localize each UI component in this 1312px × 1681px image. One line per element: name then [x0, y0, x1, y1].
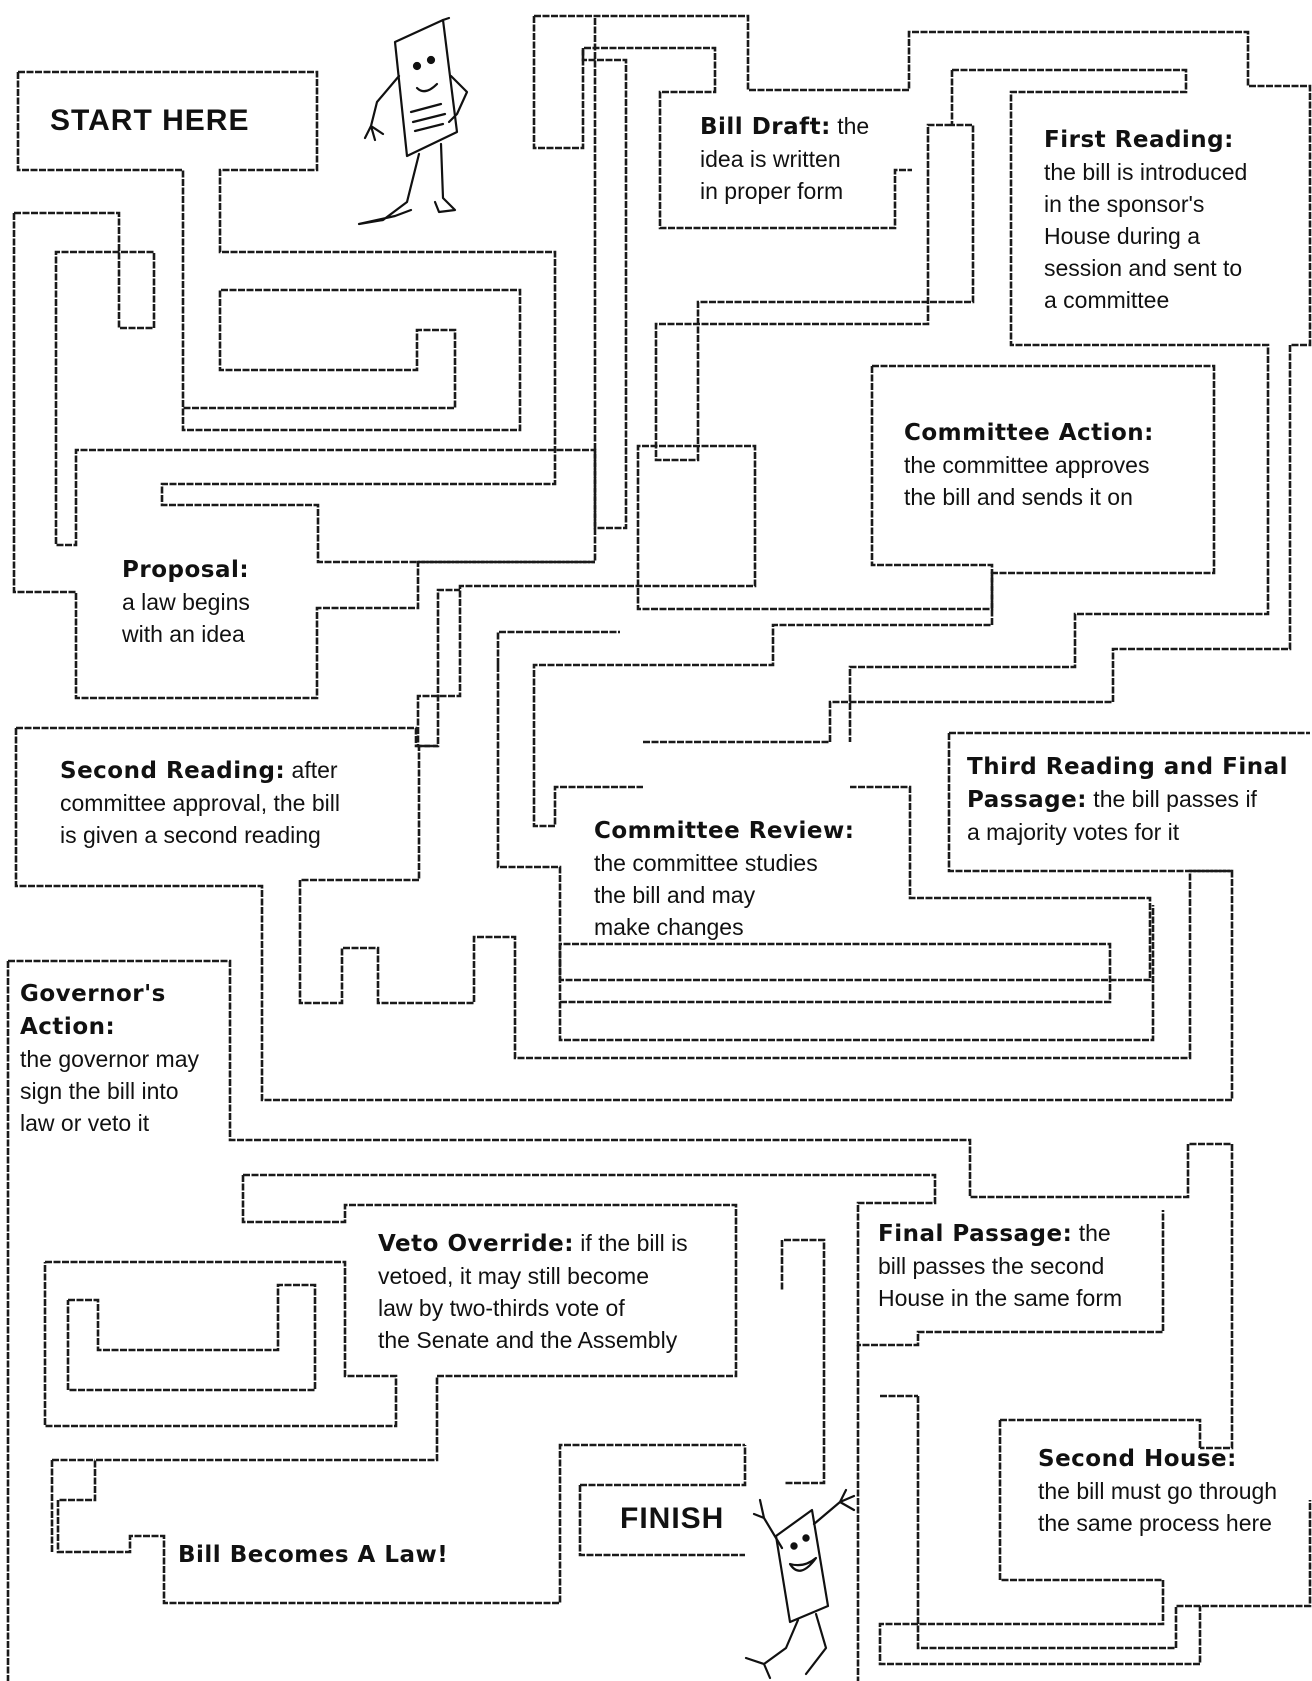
step-title: Second Reading: [60, 758, 286, 784]
step-bill-draft: Bill Draft: the idea is written in prope… [700, 110, 869, 207]
step-text: bill passes the second [878, 1253, 1105, 1279]
step-text: the bill and may [594, 882, 756, 908]
finish-label: FINISH [620, 1502, 725, 1535]
step-title-cont: Action: [20, 1014, 116, 1040]
step-committee-review: Committee Review: the committee studies … [594, 814, 854, 943]
step-text: a committee [1044, 287, 1170, 313]
step-text: the bill is introduced [1044, 159, 1248, 185]
step-title: Bill Becomes A Law! [178, 1542, 449, 1568]
step-title: First Reading: [1044, 127, 1234, 153]
step-text: law or veto it [20, 1110, 150, 1136]
step-text: House during a [1044, 223, 1200, 249]
step-title: Bill Draft: [700, 114, 831, 140]
step-text: the governor may [20, 1046, 199, 1072]
bill-character-icon [357, 16, 469, 226]
step-text: the bill and sends it on [904, 484, 1133, 510]
step-text: session and sent to [1044, 255, 1243, 281]
step-text: the bill passes if [1086, 786, 1257, 812]
step-proposal: Proposal: a law begins with an idea [122, 553, 250, 650]
step-first-reading: First Reading: the bill is introduced in… [1044, 123, 1247, 316]
step-title: Veto Override: [378, 1231, 574, 1257]
step-becomes-law: Bill Becomes A Law! [178, 1538, 448, 1571]
step-text: House in the same form [878, 1285, 1123, 1311]
step-title: Second House: [1038, 1446, 1237, 1472]
step-text: the Senate and the Assembly [378, 1327, 678, 1353]
step-final-passage: Final Passage: the bill passes the secon… [878, 1217, 1122, 1314]
step-committee-action: Committee Action: the committee approves… [904, 416, 1154, 513]
start-label: START HERE [50, 104, 250, 137]
step-text: after [285, 757, 338, 783]
step-text: with an idea [122, 621, 245, 647]
step-veto-override: Veto Override: if the bill is vetoed, it… [378, 1227, 688, 1356]
step-text: idea is written [700, 146, 841, 172]
step-title: Committee Review: [594, 818, 855, 844]
step-second-reading: Second Reading: after committee approval… [60, 754, 340, 851]
step-text: is given a second reading [60, 822, 321, 848]
step-text: in the sponsor's [1044, 191, 1205, 217]
step-text: vetoed, it may still become [378, 1263, 650, 1289]
step-title: Governor's [20, 981, 166, 1007]
step-text: if the bill is [573, 1230, 688, 1256]
step-title: Committee Action: [904, 420, 1154, 446]
step-second-house: Second House: the bill must go through t… [1038, 1442, 1277, 1539]
step-title-cont: Passage: [967, 787, 1087, 813]
step-text: committee approval, the bill [60, 790, 340, 816]
step-text: a majority votes for it [967, 819, 1180, 845]
step-governors-action: Governor's Action: the governor may sign… [20, 977, 199, 1139]
step-text: law by two-thirds vote of [378, 1295, 625, 1321]
step-text: the bill must go through [1038, 1478, 1278, 1504]
happy-bill-character-icon [744, 1488, 856, 1680]
step-text: in proper form [700, 178, 844, 204]
step-title: Final Passage: [878, 1221, 1073, 1247]
step-text: the committee approves [904, 452, 1150, 478]
step-text: the [1072, 1220, 1111, 1246]
step-title: Proposal: [122, 557, 250, 583]
step-third-reading: Third Reading and Final Passage: the bil… [967, 750, 1288, 848]
step-title: Third Reading and Final [967, 754, 1289, 780]
step-text: sign the bill into [20, 1078, 179, 1104]
step-text: the same process here [1038, 1510, 1272, 1536]
step-text: the committee studies [594, 850, 818, 876]
step-text: make changes [594, 914, 744, 940]
step-text: a law begins [122, 589, 250, 615]
step-text: the [830, 113, 870, 139]
